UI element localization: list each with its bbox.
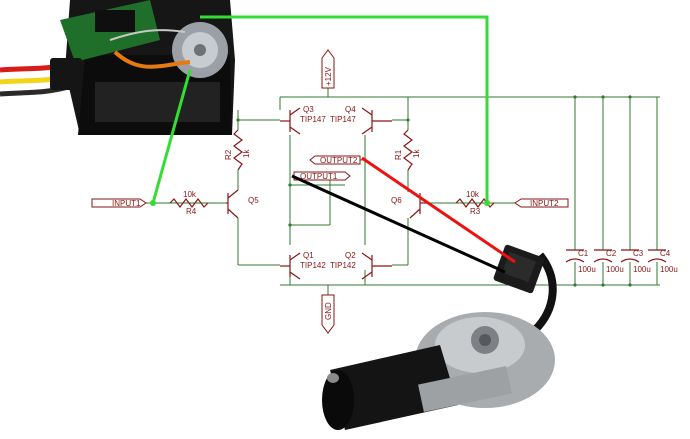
c2-value: 100u [606,265,624,274]
r3-value: 10k [466,190,480,199]
q3-part: TIP147 [300,115,326,124]
resistor-r4 [169,198,209,208]
c4-ref: C4 [660,249,671,258]
c3-ref: C3 [633,249,644,258]
overlay-wires [150,15,516,274]
q3-ref: Q3 [303,105,314,114]
r2-value: 1k [242,149,251,158]
r4-value: 10k [183,190,197,199]
capacitor-c3 [620,249,640,263]
c3-value: 100u [633,265,651,274]
black-lead [291,174,506,274]
flag-vplus: +12V [321,49,335,89]
q2-ref: Q2 [345,251,356,260]
servo-photo [0,0,235,135]
q1-part: TIP142 [300,261,326,270]
component-labels: Q3 TIP147 Q4 TIP147 Q1 TIP142 Q2 TIP142 … [183,105,678,274]
output2-label: OUTPUT2 [320,156,358,165]
green-link-input1 [151,69,192,204]
c1-value: 100u [578,265,596,274]
flag-gnd: GND [321,294,335,334]
output1-label: OUTPUT1 [300,172,338,181]
gnd-label: GND [324,302,333,320]
flag-output2: OUTPUT2 [309,155,361,165]
q1-ref: Q1 [303,251,314,260]
q6-ref: Q6 [391,196,402,205]
c1-ref: C1 [578,249,589,258]
vplus-label: +12V [324,66,333,86]
c2-ref: C2 [606,249,617,258]
r2-ref: R2 [224,149,233,160]
green-node-input1 [150,200,156,206]
input2-label: INPUT2 [530,199,559,208]
r4-ref: R4 [186,207,197,216]
capacitor-c4 [647,249,667,263]
resistor-r2 [233,129,243,171]
c4-value: 100u [660,265,678,274]
green-node-input2 [484,200,490,206]
input1-label: INPUT1 [112,199,141,208]
q4-part: TIP147 [330,115,356,124]
q2-part: TIP142 [330,261,356,270]
r1-ref: R1 [394,149,403,160]
resistor-r1 [403,129,413,171]
flag-input1: INPUT1 [91,198,147,208]
transistor-q4 [361,107,392,135]
transistor-q2 [361,252,392,280]
q5-ref: Q5 [248,196,259,205]
wiper-motor-photo [322,244,557,430]
capacitor-c1 [565,249,585,263]
red-lead [361,156,516,264]
transistor-q1 [280,252,301,280]
resistor-r3 [455,198,495,208]
r3-ref: R3 [470,207,481,216]
transistor-q3 [280,107,301,135]
junction-dots [236,95,632,287]
q4-ref: Q4 [345,105,356,114]
transistor-q5 [226,189,239,219]
capacitor-c2 [593,249,613,263]
flag-input2: INPUT2 [514,198,569,208]
r1-value: 1k [412,149,421,158]
flag-output1: OUTPUT1 [293,171,351,181]
green-link-input2 [200,15,489,203]
